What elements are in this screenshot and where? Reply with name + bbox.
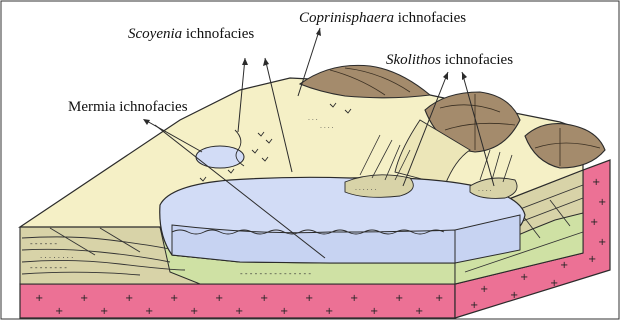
svg-text:+: + xyxy=(470,300,478,311)
label-scoyenia-suffix: ichnofacies xyxy=(182,26,254,42)
svg-text:+: + xyxy=(550,278,558,289)
svg-text:+: + xyxy=(415,306,423,317)
svg-text:+: + xyxy=(520,272,528,283)
svg-text:+: + xyxy=(480,284,488,295)
svg-text:- - - - - -: - - - - - - xyxy=(30,239,57,248)
svg-text:+: + xyxy=(350,293,358,304)
svg-text:+: + xyxy=(592,177,600,188)
svg-text:+: + xyxy=(280,306,288,317)
label-coprinisphaera: Coprinisphaera ichnofacies xyxy=(299,10,466,26)
svg-text:. . . .: . . . . xyxy=(320,123,334,130)
label-coprinisphaera-suffix: ichnofacies xyxy=(394,10,466,26)
svg-text:+: + xyxy=(395,293,403,304)
label-scoyenia: Scoyenia ichnofacies xyxy=(128,26,254,42)
svg-text:+: + xyxy=(370,306,378,317)
label-skolithos: Skolithos ichnofacies xyxy=(386,52,513,68)
svg-text:+: + xyxy=(125,293,133,304)
svg-text:+: + xyxy=(80,293,88,304)
svg-text:+: + xyxy=(100,306,108,317)
svg-text:- - - - - - - -: - - - - - - - - xyxy=(30,263,67,272)
svg-text:. . .: . . . xyxy=(308,115,318,122)
svg-text:+: + xyxy=(35,293,43,304)
svg-text:+: + xyxy=(305,293,313,304)
svg-text:+: + xyxy=(325,306,333,317)
svg-text:+: + xyxy=(235,306,243,317)
label-scoyenia-name: Scoyenia xyxy=(128,26,182,42)
svg-text:+: + xyxy=(260,293,268,304)
svg-text:. . . . . .: . . . . . . xyxy=(355,185,376,192)
svg-text:+: + xyxy=(215,293,223,304)
pond xyxy=(196,146,244,168)
label-coprinisphaera-name: Coprinisphaera xyxy=(299,10,394,26)
svg-text:. . . . . . . .: . . . . . . . . xyxy=(40,251,73,260)
svg-text:+: + xyxy=(170,293,178,304)
svg-text:+: + xyxy=(598,237,606,248)
svg-text:+: + xyxy=(590,217,598,228)
svg-text:+: + xyxy=(435,293,443,304)
svg-text:+: + xyxy=(145,306,153,317)
label-mermia: Mermia ichnofacies xyxy=(68,99,188,115)
svg-text:+: + xyxy=(588,254,596,265)
svg-text:+: + xyxy=(55,306,63,317)
label-skolithos-name: Skolithos xyxy=(386,52,441,68)
svg-text:. . . .: . . . . xyxy=(478,186,492,193)
svg-text:+: + xyxy=(190,306,198,317)
label-skolithos-suffix: ichnofacies xyxy=(441,52,513,68)
svg-text:+: + xyxy=(510,290,518,301)
svg-text:+: + xyxy=(560,260,568,271)
svg-text:- - - - - - - - - - - - - - -: - - - - - - - - - - - - - - - xyxy=(240,269,311,278)
svg-text:+: + xyxy=(598,197,606,208)
